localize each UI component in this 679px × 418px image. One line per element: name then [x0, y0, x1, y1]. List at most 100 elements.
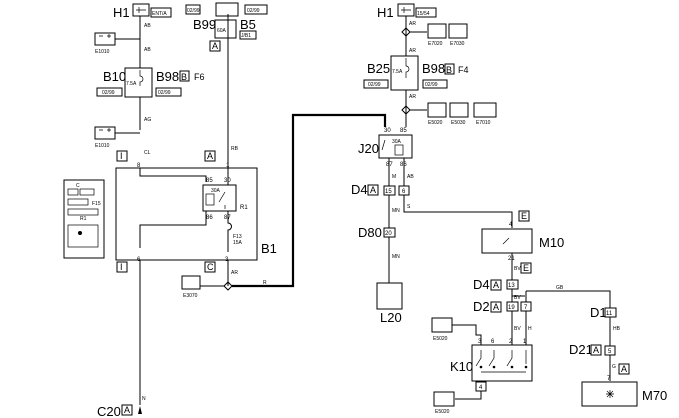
conn-i-lower: [116, 261, 128, 273]
tag-0299-f6-b: [155, 87, 182, 97]
e7030-icon: [448, 23, 468, 39]
e3070-icon: [181, 275, 201, 290]
b98-left-letter: B: [181, 72, 187, 82]
svg-text:3: 3: [478, 339, 482, 345]
tag-0299-f4-a: [363, 79, 389, 89]
svg-text:A: A: [621, 364, 627, 374]
wire-cl: CL: [144, 150, 151, 156]
wire-gb: GB: [556, 285, 564, 291]
ref-e3070: E3070: [183, 293, 198, 299]
b99-battery-icon: [215, 2, 239, 17]
svg-text:13: 13: [508, 283, 515, 289]
label-b10: B10: [103, 69, 126, 84]
wire-ab-3: AB: [407, 174, 414, 180]
label-d1: D1: [590, 305, 607, 320]
svg-text:02/99: 02/99: [187, 8, 200, 14]
h1-left-icon: [136, 7, 146, 13]
svg-text:7: 7: [524, 305, 528, 311]
svg-text:86: 86: [206, 215, 213, 221]
svg-text:4: 4: [509, 222, 513, 228]
e7020-icon: [427, 23, 447, 39]
conn-c: [204, 261, 216, 273]
wire-ab-1: AB: [144, 23, 151, 29]
svg-text:A: A: [124, 405, 130, 415]
wire-ag: AG: [144, 117, 151, 123]
svg-text:C: C: [207, 262, 214, 272]
b1-fuse-box: [115, 167, 258, 261]
wire-m: M: [392, 174, 396, 180]
k10-switch: [471, 344, 533, 382]
l20-lamp: [376, 282, 403, 310]
label-h1-left: H1: [113, 5, 130, 20]
conn-i-upper: [116, 150, 128, 162]
wire-ar-b1: AR: [231, 270, 238, 276]
svg-text:30: 30: [384, 128, 391, 134]
svg-text:02/99: 02/99: [158, 90, 171, 96]
svg-text:30A: 30A: [392, 139, 402, 145]
relay-r1-rating: 30A: [211, 188, 221, 194]
label-j20: J20: [358, 141, 379, 156]
fuse-f6-box: [124, 67, 153, 98]
label-b5: B5: [240, 17, 256, 32]
svg-text:B: B: [446, 65, 452, 75]
svg-text:A: A: [493, 302, 499, 312]
conn-a-d21: [590, 344, 602, 356]
fuse-b5-rating: 60A: [217, 28, 227, 34]
conn-a-b1: [204, 150, 216, 162]
wire-h: H: [528, 326, 532, 332]
label-d21: D21: [569, 342, 593, 357]
svg-text:E5020: E5020: [433, 336, 448, 342]
wire-mn-1: MN: [392, 208, 400, 214]
conn-a-d4-mid: [490, 279, 502, 291]
svg-text:7.5A: 7.5A: [392, 69, 403, 75]
tag-0299-f6-a: [96, 87, 123, 97]
svg-text:E7010: E7010: [476, 120, 491, 126]
label-b98-right: B98: [422, 61, 445, 76]
svg-text:A: A: [493, 280, 499, 290]
relay-j20: [378, 134, 413, 159]
f13-rating: 15A: [233, 240, 243, 246]
svg-text:15/54: 15/54: [417, 11, 430, 17]
label-f13: F13: [233, 234, 242, 240]
svg-text:8: 8: [137, 163, 141, 169]
svg-text:F15: F15: [92, 201, 101, 207]
svg-text:1: 1: [523, 339, 527, 345]
svg-text:A: A: [207, 151, 213, 161]
wire-bv-1: BV: [514, 266, 521, 272]
fuse-b5-box: [214, 19, 237, 39]
label-c20: C20: [97, 404, 121, 418]
b98-right-letter-box: [444, 63, 455, 75]
svg-text:85: 85: [206, 178, 213, 184]
battery-icon-upper: [94, 32, 116, 46]
wire-bv-2: BV: [514, 295, 521, 301]
label-b1: B1: [261, 241, 277, 256]
e5020-icon-b: [431, 317, 453, 333]
svg-text:E5030: E5030: [451, 120, 466, 126]
svg-text:02/99: 02/99: [368, 82, 381, 88]
fuse-f6-rating: 7.5A: [126, 81, 137, 87]
label-k10: K10: [450, 359, 473, 374]
battery-icon-lower: [94, 126, 116, 140]
wire-ar-1: AR: [409, 21, 416, 27]
svg-text:I: I: [120, 262, 123, 272]
label-b99: B99: [193, 17, 216, 32]
svg-text:I: I: [120, 151, 123, 161]
label-d2: D2: [473, 299, 490, 314]
inset-fusebox-legend: [63, 179, 105, 259]
ref-e1010-a: E1010: [95, 49, 110, 55]
svg-text:4: 4: [479, 385, 483, 391]
conn-a-m70: [618, 363, 630, 375]
svg-text:6: 6: [137, 257, 141, 263]
e5020-icon-c: [433, 391, 455, 407]
svg-text:2: 2: [509, 339, 513, 345]
svg-text:3: 3: [225, 257, 229, 263]
wire-ab-2: AB: [144, 47, 151, 53]
svg-text:E5020: E5020: [428, 120, 443, 126]
e5020-icon-a: [427, 102, 447, 118]
wire-s: S: [407, 204, 411, 210]
svg-text:6: 6: [402, 189, 406, 195]
svg-text:02/99: 02/99: [247, 8, 260, 14]
wire-hb: HB: [613, 326, 621, 332]
wire-bv-3: BV: [514, 326, 521, 332]
